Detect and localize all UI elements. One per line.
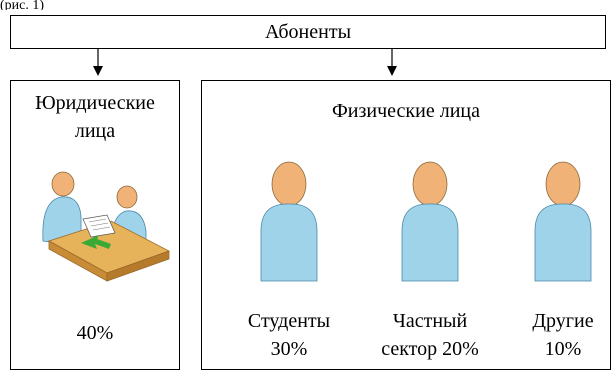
others-percent: 10% [544, 338, 582, 360]
individuals-icons [260, 161, 592, 282]
individuals-title: Физические лица [332, 100, 480, 122]
students-label: Студенты [247, 310, 331, 332]
legal-entities-title-line2: лица [74, 120, 116, 142]
person-icon [260, 161, 318, 282]
private-sector-percent: сектор 20% [381, 338, 479, 360]
subscribers-label: Абоненты [264, 21, 352, 43]
legal-entities-title-line1: Юридические [35, 92, 155, 114]
individuals-box: Физические лица Студенты 30% Частный сек… [201, 80, 611, 370]
others-label: Другие [532, 310, 594, 332]
legal-entities-box: Юридические лица 40% [10, 80, 180, 370]
private-sector-label: Частный [392, 310, 468, 332]
subscribers-box: Абоненты [10, 15, 606, 49]
connector-lines [93, 49, 397, 76]
meeting-desk-icon [42, 171, 171, 282]
top-text-fragment: (рис. 1) [0, 0, 45, 10]
legal-entities-percent: 40% [76, 322, 114, 344]
person-icon [401, 161, 459, 282]
students-percent: 30% [270, 338, 308, 360]
person-icon [534, 161, 592, 282]
